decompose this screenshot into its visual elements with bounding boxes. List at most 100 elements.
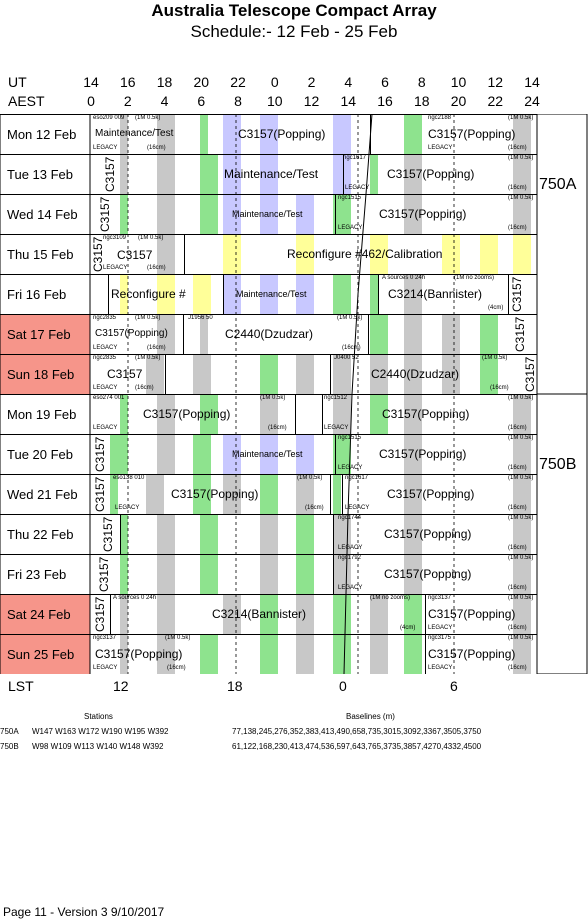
block-reconfigure[interactable]: Reconfigure # [111, 287, 186, 301]
day-cell: Tue 13 Feb [0, 154, 90, 194]
row-mon-12: eso209 009 (1M 0.5k) Maintenance/Test LE… [90, 114, 539, 154]
day-cell: Wed 14 Feb [0, 194, 90, 234]
block-c3157-popping[interactable]: C3157(Popping) [95, 647, 183, 661]
lst-tick: 12 [113, 678, 129, 694]
day-cell: Thu 22 Feb [0, 514, 90, 554]
grid-lines [0, 114, 588, 674]
station-cfg: 750A [0, 727, 19, 736]
day-label: Thu 22 Feb [7, 527, 74, 542]
row-sat-24: C3157 A sources 0 24h (1M no zooms) C321… [93, 594, 534, 634]
config-750b: 750B [539, 456, 577, 473]
block-c2440-dzudzar[interactable]: C2440(Dzudzar) [225, 327, 314, 341]
day-label: Wed 14 Feb [7, 207, 78, 222]
ut-tick: 2 [307, 74, 316, 90]
block-reconfigure-calibration[interactable]: Reconfigure #462/Calibration [287, 247, 443, 261]
baseline-list: 77,138,245,276,352,383,413,490,658,735,3… [232, 727, 482, 736]
row-sun-18: ngc2835 (1M 0.5k) C3157 LEGACY (16cm) J0… [93, 354, 537, 394]
ut-tick: 0 [270, 74, 279, 90]
block-c3157-popping[interactable]: C3157(Popping) [384, 567, 472, 581]
aest-tick: 12 [303, 93, 320, 109]
day-cell: Thu 15 Feb [0, 234, 90, 274]
aest-tick: 10 [266, 93, 283, 109]
station-cfg: 750B [0, 742, 19, 751]
ut-tick: 14 [524, 74, 540, 90]
day-label: Tue 13 Feb [7, 167, 74, 182]
ut-tick: 6 [381, 74, 389, 90]
block-c3214-bannister[interactable]: C3214(Bannister) [388, 287, 483, 301]
day-label: Fri 16 Feb [7, 287, 67, 302]
day-cell: Tue 20 Feb [0, 434, 90, 474]
station-list: W98 W109 W113 W140 W148 W392 [32, 742, 164, 751]
block-c3214-bannister[interactable]: C3214(Bannister) [212, 607, 307, 621]
lst-tick: 0 [339, 678, 347, 694]
day-label: Tue 20 Feb [7, 447, 74, 462]
lst-tick: 18 [227, 678, 243, 694]
block-c3157-popping[interactable]: C3157(Popping) [379, 447, 467, 461]
day-label: Mon 19 Feb [7, 407, 77, 422]
page-footer: Page 11 - Version 3 9/10/2017 [3, 905, 165, 919]
block-c3157-popping[interactable]: C3157(Popping) [379, 207, 467, 221]
day-label: Sat 17 Feb [7, 327, 71, 342]
day-cell: Sat 17 Feb [0, 314, 90, 354]
ut-tick: 22 [230, 74, 246, 90]
row-sat-17: ngc2835 (1M 0.5k) C3157(Popping) LEGACY … [93, 314, 527, 354]
block-c3157-popping[interactable]: C3157(Popping) [382, 407, 470, 421]
block-c3157-popping[interactable]: C3157(Popping) [387, 487, 475, 501]
aest-tick: 20 [450, 93, 467, 109]
block-c2440-dzudzar[interactable]: C2440(Dzudzar) [371, 367, 460, 381]
block-maintenance-test[interactable]: C3157(Popping) [238, 127, 326, 141]
baseline-list: 61,122,168,230,413,474,536,597,643,765,3… [232, 742, 482, 751]
row-thu-22: C3157 ngc1744 (1M 0.5k) C3157(Popping) L… [101, 514, 534, 554]
day-cell: Fri 23 Feb [0, 554, 90, 594]
block-c3157[interactable]: C3157 [107, 367, 143, 381]
row-sun-25: ngc3137 (1M 0.5k) C3157(Popping) LEGACY … [90, 634, 539, 674]
block-c3157-popping[interactable]: C3157(Popping) [428, 647, 516, 661]
row-wed-14: C3157 Maintenance/Test ngc1515 (1M 0.5k)… [98, 194, 534, 234]
block-c3157-popping[interactable]: C3157(Popping) [171, 487, 259, 501]
lst-label: LST [8, 678, 34, 694]
aest-tick: 8 [234, 93, 242, 109]
aest-tick: 2 [123, 93, 132, 109]
day-cell: Sun 18 Feb [0, 354, 90, 394]
day-cell: Fri 16 Feb [0, 274, 90, 314]
config-750a: 750A [539, 176, 577, 193]
day-label: Sat 24 Feb [7, 607, 71, 622]
aest-tick: 24 [524, 93, 540, 109]
day-cell: Sun 25 Feb [0, 634, 90, 674]
block-c3157-popping[interactable]: C3157(Popping) [143, 407, 231, 421]
aest-tick: 16 [377, 93, 393, 109]
ut-tick: 18 [156, 74, 173, 90]
row-fri-23: C3157 ngc1792 (1M 0.5k) C3157(Popping) L… [97, 554, 534, 594]
ut-tick: 20 [193, 74, 210, 90]
day-label: Sun 18 Feb [7, 367, 75, 382]
block-c3157[interactable]: C3157 [117, 248, 153, 262]
day-cell: Mon 19 Feb [0, 394, 90, 434]
ut-tick: 8 [417, 74, 426, 90]
stations-header: Stations [84, 712, 113, 721]
aest-tick: 4 [160, 93, 169, 109]
block-c3157-popping[interactable]: C3157(Popping) [95, 328, 168, 339]
block-c3157-popping[interactable]: C3157(Popping) [387, 167, 475, 181]
row-tue-20: C3157 Maintenance/Test ngc1515 (1M 0.5k)… [93, 434, 534, 474]
block-c3157-popping[interactable]: C3157(Popping) [428, 127, 516, 141]
day-label: Sun 25 Feb [7, 647, 75, 662]
baselines-header: Baselines (m) [346, 712, 395, 721]
aest-tick: 6 [197, 93, 206, 109]
block-maintenance-test[interactable]: Maintenance/Test [232, 449, 303, 459]
block-maintenance-test[interactable]: Maintenance/Test [236, 289, 307, 299]
day-label: Thu 15 Feb [7, 247, 74, 262]
ut-label: UT [8, 74, 27, 90]
day-cell: Wed 21 Feb [0, 474, 90, 514]
block-c3157-popping[interactable]: Maintenance/Test [95, 128, 174, 139]
block-maintenance-test[interactable]: Maintenance/Test [232, 209, 303, 219]
aest-tick: 18 [413, 93, 430, 109]
block-c3157-popping[interactable]: C3157(Popping) [428, 607, 516, 621]
ut-tick: 4 [344, 74, 353, 90]
ut-tick: 14 [83, 74, 99, 90]
block-maintenance-test[interactable]: Maintenance/Test [224, 167, 319, 181]
row-fri-16: Reconfigure # Maintenance/Test A sources… [90, 274, 539, 314]
lst-tick: 6 [450, 678, 458, 694]
page-subtitle: Schedule:- 12 Feb - 25 Feb [190, 22, 398, 41]
row-tue-13: C3157 Maintenance/Test ngc1617 (1M 0.5k)… [103, 154, 534, 194]
block-c3157-popping[interactable]: C3157(Popping) [384, 527, 472, 541]
